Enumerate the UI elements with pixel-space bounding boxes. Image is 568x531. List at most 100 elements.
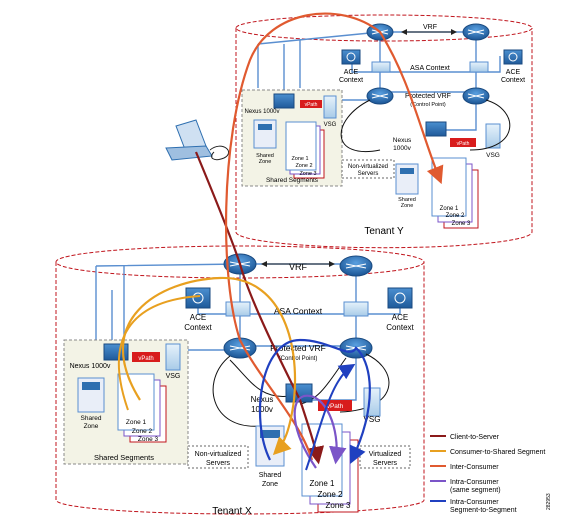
tenant-y-shared-zone-label-2: Zone [401,203,414,209]
tenant-y-zone-2: Zone 2 [446,213,465,219]
tenant-x-zone-center-3: Zone 3 [326,501,351,510]
legend-consumer-to-shared: Consumer-to-Shared Segment [450,449,545,456]
flow-consumer-to-shared-2 [117,295,201,411]
tenant-y-nexus-icon [425,121,447,137]
tenant-y-vrf-label: VRF [423,24,437,31]
tenant-x-asa-fw-left-icon [225,301,251,317]
tenant-y-nexus-left-label: Nexus 1000v [244,109,279,115]
tenant-x-shared-zone-center-label-1: Shared [259,472,282,479]
tenant-x-vsg-left-label: VSG [166,373,181,380]
tenant-y-vpath-left-label: vPath [305,102,318,108]
tenant-y-non-virtualized-box [341,159,395,179]
tenant-y-router-mid-right [462,87,490,105]
tenant-x-non-virtualized-box [187,445,249,469]
tenant-x-ace-right-icon [387,287,413,309]
tenant-x-zone-left-1: Zone 1 [126,419,147,426]
tenant-y-ace-left-label-2: Context [339,77,363,84]
tenant-x-control-point-label: (Control Point) [279,356,318,362]
tenant-y-vsg-label: VSG [486,152,500,159]
tenant-x-virtualized-label-2: Servers [373,460,398,467]
client-laptop-icon [165,119,230,161]
tenant-y-nexus-label-1: Nexus [393,137,412,144]
legend-intra-consumer-seg-2: Segment-to-Segment [450,507,517,514]
tenant-y-ace-right-icon [503,49,523,65]
tenant-y-vpath-label: vPath [457,141,470,147]
tenant-y-protected-vrf-label: Protected VRF [405,93,451,100]
tenant-y-label: Tenant Y [364,226,404,237]
tenant-y-black-curves [340,99,511,152]
tenant-y-router-top-right [462,23,490,41]
tenant-y-asa-fw-right-icon [469,61,489,73]
tenant-y-vpath-arrow [450,138,476,147]
tenant-y-zones-stack [431,157,479,229]
legend-intra-consumer-same-1: Intra-Consumer [450,479,499,486]
tenant-x-nexus-center-label-2: 1000v [251,405,273,414]
tenant-x-shared-zone-left-label-1: Shared [81,415,102,422]
tenant-y-zone-left-1: Zone 1 [291,156,308,162]
tenant-x-shared-zone-left-label-2: Zone [84,423,99,430]
flow-inter-consumer [224,12,444,461]
tenant-y-vsg-left-icon [323,95,337,119]
tenant-x-vrf-label: VRF [289,262,308,272]
tenant-x-vpath-left-label: vPath [138,356,153,362]
tenant-x-shared-segments-label: Shared Segments [94,453,154,462]
legend-inter-consumer: Inter-Consumer [450,464,499,471]
tenant-x-nexus-center-label-1: Nexus [251,395,274,404]
tenant-y-vpath-left-arrow [300,100,322,108]
tenant-y-ace-left-icon [341,49,361,65]
tenant-y-nexus-label-2: 1000v [393,145,411,152]
tenant-y-router-mid-left [366,87,394,105]
tenant-x-non-virtualized-label-1: Non-virtualized [195,451,242,458]
tenant-y-shared-zone-left-label-1: Shared [256,153,274,159]
tenant-y-cylinder [235,14,533,249]
tenant-y-ace-right-label-1: ACE [506,69,521,76]
tenant-x-ace-right-label-2: Context [386,323,414,332]
tenant-y-zone-left-3: Zone 3 [299,171,316,177]
tenant-x-vsg-center-label: VSG [364,415,381,424]
flow-intra-consumer-seg-2 [305,363,356,471]
tenant-x-asa-label: ASA Context [274,306,323,316]
tenant-y-asa-fw-left-icon [371,61,391,73]
tenant-y-shared-segments-label: Shared Segments [266,177,319,184]
tenant-x-nexus-center-icon [285,383,313,403]
tenant-x-zone-center-1: Zone 1 [310,479,335,488]
tenant-x-vpath-center-arrow [318,400,352,411]
tenant-x-ace-left-label-2: Context [184,323,212,332]
flow-intra-consumer-seg [258,338,371,464]
tenant-y-asa-label: ASA Context [410,65,450,72]
legend-intra-consumer-same-2: (same segment) [450,487,501,494]
tenant-y-zones-left-stack [285,121,325,179]
tenant-x-vpath-left-arrow [132,352,160,362]
tenant-x-router-top-right [339,255,373,277]
legend: Client-to-Server Consumer-to-Shared Segm… [430,434,545,514]
tenant-y-zone-1: Zone 1 [440,206,459,212]
tenant-x-shared-zone-center-label-2: Zone [262,481,278,488]
tenant-y-vsg-left-label: VSG [324,122,337,128]
tenant-x-vsg-left-icon [165,343,181,371]
tenant-y-non-virtualized-label-2: Servers [358,171,379,177]
tenant-x-virtualized-label-1: Virtualized [369,451,402,458]
tenant-x-label: Tenant X [212,506,252,517]
tenant-x-ace-right-label-1: ACE [392,313,408,322]
tenant-y-control-point-label: (Control Point) [410,102,446,108]
tenant-x-zone-left-2: Zone 2 [132,428,153,435]
legend-intra-consumer-seg-1: Intra-Consumer [450,499,499,506]
figure-id: 282953 [546,493,552,510]
tenant-x-zone-left-3: Zone 3 [138,436,159,443]
tenant-x-vpath-center-label: vPath [327,403,344,410]
tenant-y-shared-zone-label-1: Shared [398,197,416,203]
tenant-y-ace-left-label-1: ACE [344,69,359,76]
tenant-y-zone-left-2: Zone 2 [295,163,312,169]
tenant-x-ace-left-label-1: ACE [190,313,206,322]
flow-consumer-to-shared [121,276,297,456]
tenant-x-vsg-center-icon [363,387,381,417]
tenant-y-ace-right-label-2: Context [501,77,525,84]
tenant-x-shared-zone-left-server [77,377,105,413]
tenant-y-non-virtualized-label-1: Non-virtualized [348,164,388,170]
tenant-x-zone-center-2: Zone 2 [318,490,343,499]
tenant-y-vsg-icon [485,123,501,149]
tenant-y-nexus-left-icon [273,93,295,109]
tenant-x-protected-vrf-label: Protected VRF [270,343,326,353]
legend-client-to-server: Client-to-Server [450,434,500,441]
